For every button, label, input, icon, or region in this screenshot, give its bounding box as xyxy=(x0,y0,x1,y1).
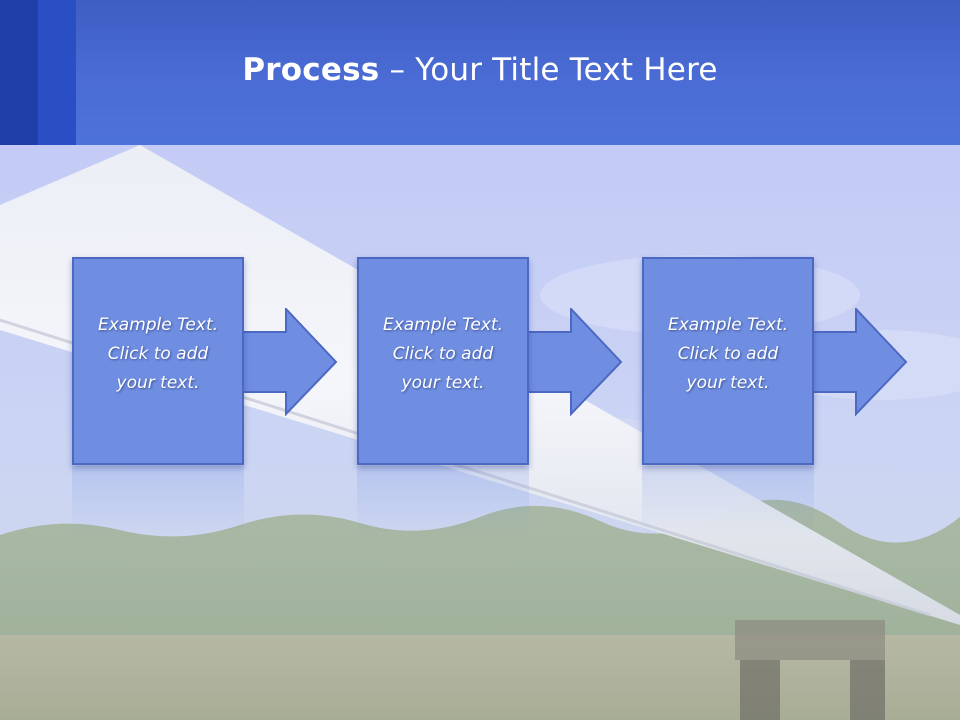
step-3-reflection xyxy=(642,466,814,536)
slide-title-bold: Process xyxy=(242,52,379,88)
slide-title[interactable]: Process – Your Title Text Here xyxy=(0,52,960,88)
step-3-box[interactable]: Example Text. Click to add your text. xyxy=(642,257,814,465)
step-2-text: Example Text. Click to add your text. xyxy=(359,311,527,398)
step-1-text: Example Text. Click to add your text. xyxy=(74,311,242,398)
slide-title-rest: – Your Title Text Here xyxy=(379,52,717,88)
step-1-reflection xyxy=(72,466,244,536)
step-2-box[interactable]: Example Text. Click to add your text. xyxy=(357,257,529,465)
arrow-right-icon xyxy=(527,308,623,416)
step-3-text: Example Text. Click to add your text. xyxy=(644,311,812,398)
arrow-right-icon xyxy=(812,308,908,416)
step-1-box[interactable]: Example Text. Click to add your text. xyxy=(72,257,244,465)
arrow-right-icon xyxy=(242,308,338,416)
step-2-reflection xyxy=(357,466,529,536)
